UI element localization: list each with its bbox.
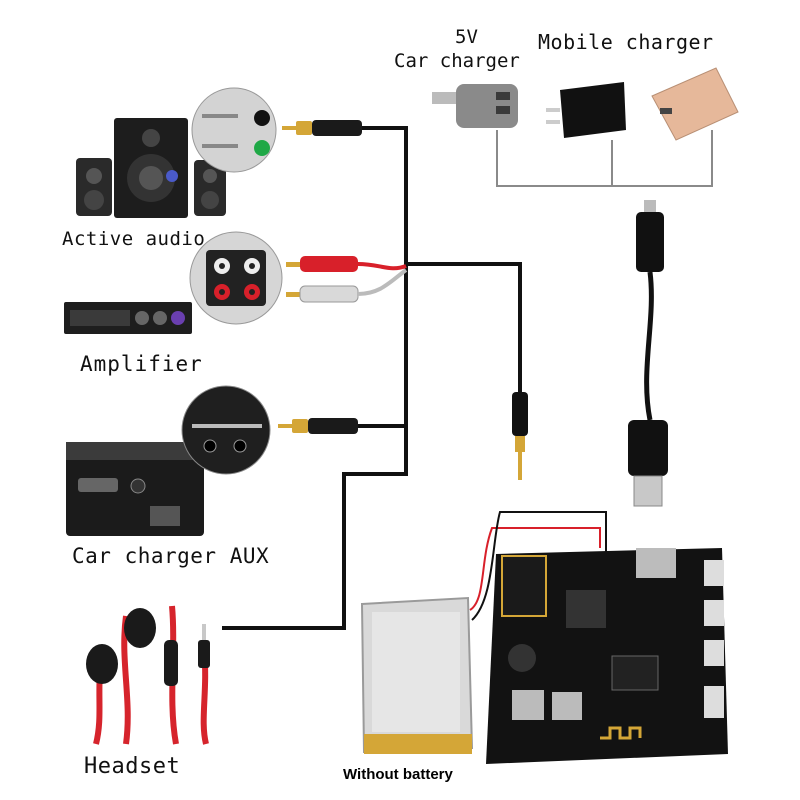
power-bank-icon [651, 67, 739, 141]
usb-cable-icon [628, 200, 668, 507]
car-charger-icon [432, 84, 518, 128]
car-charger-label: Car charger [394, 50, 520, 72]
aux-cable-top-icon [282, 120, 362, 136]
without-battery-label: Without battery [343, 766, 453, 783]
active-audio-label: Active audio [62, 228, 206, 250]
mobile-charger-label: Mobile charger [538, 30, 714, 54]
aux-plug-icon [512, 392, 528, 480]
amplifier-label: Amplifier [80, 352, 203, 376]
aux-panel-icon [181, 385, 271, 475]
receiver-board-icon [486, 548, 728, 764]
battery-icon [360, 511, 607, 754]
car-stereo-icon [66, 442, 204, 536]
wall-charger-icon [546, 82, 626, 138]
aux-cable-middle-icon [278, 418, 358, 434]
amplifier-icon [64, 302, 192, 334]
speaker-system-icon [76, 118, 226, 218]
rca-panel-icon [189, 231, 283, 325]
car-charger-aux-label: Car charger AUX [72, 544, 270, 568]
main-wiring [222, 126, 522, 630]
charger-wiring [496, 130, 713, 187]
five-volt-label: 5V [455, 26, 478, 48]
audio-jack-panel-icon [191, 87, 277, 173]
rca-cable-icon [286, 256, 408, 303]
headset-label: Headset [84, 754, 181, 779]
earphones-icon [86, 605, 210, 745]
